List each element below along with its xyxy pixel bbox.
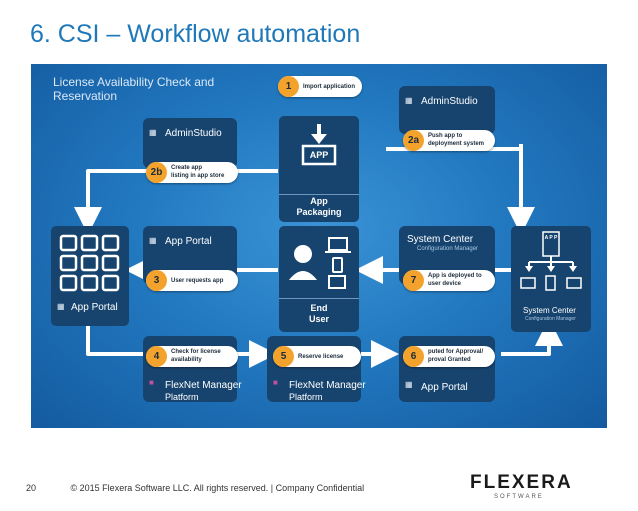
step-text-line2: user device (428, 281, 462, 287)
appportal-icon: ▦ (405, 380, 413, 389)
app-box-label: A P P (544, 235, 558, 241)
copyright-text: © 2015 Flexera Software LLC. All rights … (70, 483, 365, 493)
product-label: App Portal (165, 236, 212, 247)
step-text-line1: puted for Approval/ (428, 349, 484, 355)
step-badge: 5 (273, 346, 294, 367)
app-packaging-label: App Packaging (279, 196, 359, 218)
page-title: 6. CSI – Workflow automation (30, 20, 361, 48)
step-text: Import application (303, 84, 356, 90)
app-packaging-node: APP App Packaging (279, 116, 359, 222)
step-user-requests: 3 User requests app (146, 270, 238, 291)
step-text-line1: Create app (171, 165, 203, 171)
arrow-6 (501, 318, 563, 356)
step-text-line1: Push app to (428, 133, 463, 139)
product-label: AdminStudio (421, 96, 478, 107)
product-sublabel: Platform (289, 392, 323, 402)
step-text-line1: Check for license (171, 349, 221, 355)
step-app-deployed: 7 App is deployed to user device (403, 270, 495, 291)
right-syscenter-label: System Center (523, 306, 576, 315)
step-approval: 6 puted for Approval/proval Granted (403, 346, 495, 367)
app-store-node: ▦ App Portal (51, 226, 129, 326)
step-text-line2: proval Granted (428, 357, 471, 363)
app-grid-icon (59, 234, 120, 292)
step-push-app: 2a Push app to deployment system (403, 130, 495, 151)
adminstudio-icon: ▦ (149, 128, 157, 137)
adminstudio-icon: ▦ (405, 96, 413, 105)
deployment-node: A P P System Center Configuration Manage… (511, 226, 591, 332)
download-package-icon (301, 124, 337, 166)
step-text-line2: deployment system (428, 141, 485, 147)
workflow-header: License Availability Check and Reservati… (53, 75, 214, 103)
product-label: FlexNet Manager (289, 380, 366, 391)
flexera-logo: FLEXERA SOFTWARE (470, 470, 580, 504)
step-badge: 1 (278, 76, 299, 97)
adminstudio-card-left: ▦ AdminStudio (143, 118, 237, 168)
step-badge: 6 (403, 346, 424, 367)
step-badge: 7 (403, 270, 424, 291)
workflow-diagram: License Availability Check and Reservati… (31, 64, 607, 428)
adminstudio-card-right: ▦ AdminStudio (399, 86, 495, 134)
step-text-line2: listing in app store (171, 173, 225, 179)
flexnet-icon: ■ (149, 378, 154, 387)
step-text: User requests app (171, 278, 224, 284)
arrow-2a (386, 147, 535, 235)
packaging-line-1: App (310, 196, 328, 206)
end-user-node: End User (279, 226, 359, 332)
step-create-listing: 2b Create app listing in app store (146, 162, 238, 183)
step-import-application: 1 Import application (278, 76, 362, 97)
appportal-icon: ▦ (149, 236, 157, 245)
header-line-1: License Availability Check and (53, 75, 215, 89)
product-sublabel: Platform (165, 392, 199, 402)
step-badge: 2a (403, 130, 424, 151)
right-syscenter-sublabel: Configuration Manager (525, 316, 576, 322)
appportal-icon: ▦ (57, 302, 65, 311)
enduser-line-1: End (310, 303, 328, 313)
step-badge: 3 (146, 270, 167, 291)
product-label: FlexNet Manager (165, 380, 242, 391)
flexnet-icon: ■ (273, 378, 278, 387)
step-text-line1: App is deployed to (428, 273, 482, 279)
step-reserve-license: 5 Reserve license (273, 346, 361, 367)
app-icon-label: APP (309, 150, 329, 160)
footer: 20 © 2015 Flexera Software LLC. All righ… (26, 483, 364, 493)
packaging-line-2: Packaging (296, 207, 342, 217)
step-text: Reserve license (298, 354, 344, 360)
page-number: 20 (26, 483, 37, 493)
end-user-label: End User (279, 303, 359, 325)
enduser-line-2: User (308, 314, 329, 324)
step-badge: 2b (146, 162, 167, 183)
step-check-license: 4 Check for license availability (146, 346, 238, 367)
logo-word: FLEXERA (470, 472, 573, 493)
deployment-tree-icon (520, 231, 582, 291)
product-sublabel: Configuration Manager (417, 246, 479, 252)
step-badge: 4 (146, 346, 167, 367)
header-line-2: Reservation (53, 89, 118, 103)
product-label: AdminStudio (165, 128, 222, 139)
product-label: App Portal (421, 382, 468, 393)
product-label: System Center (407, 234, 474, 245)
step-text-line2: availability (171, 357, 202, 363)
left-appportal-label: App Portal (71, 302, 118, 313)
logo-subtext: SOFTWARE (494, 494, 544, 500)
user-devices-icon (289, 237, 351, 289)
